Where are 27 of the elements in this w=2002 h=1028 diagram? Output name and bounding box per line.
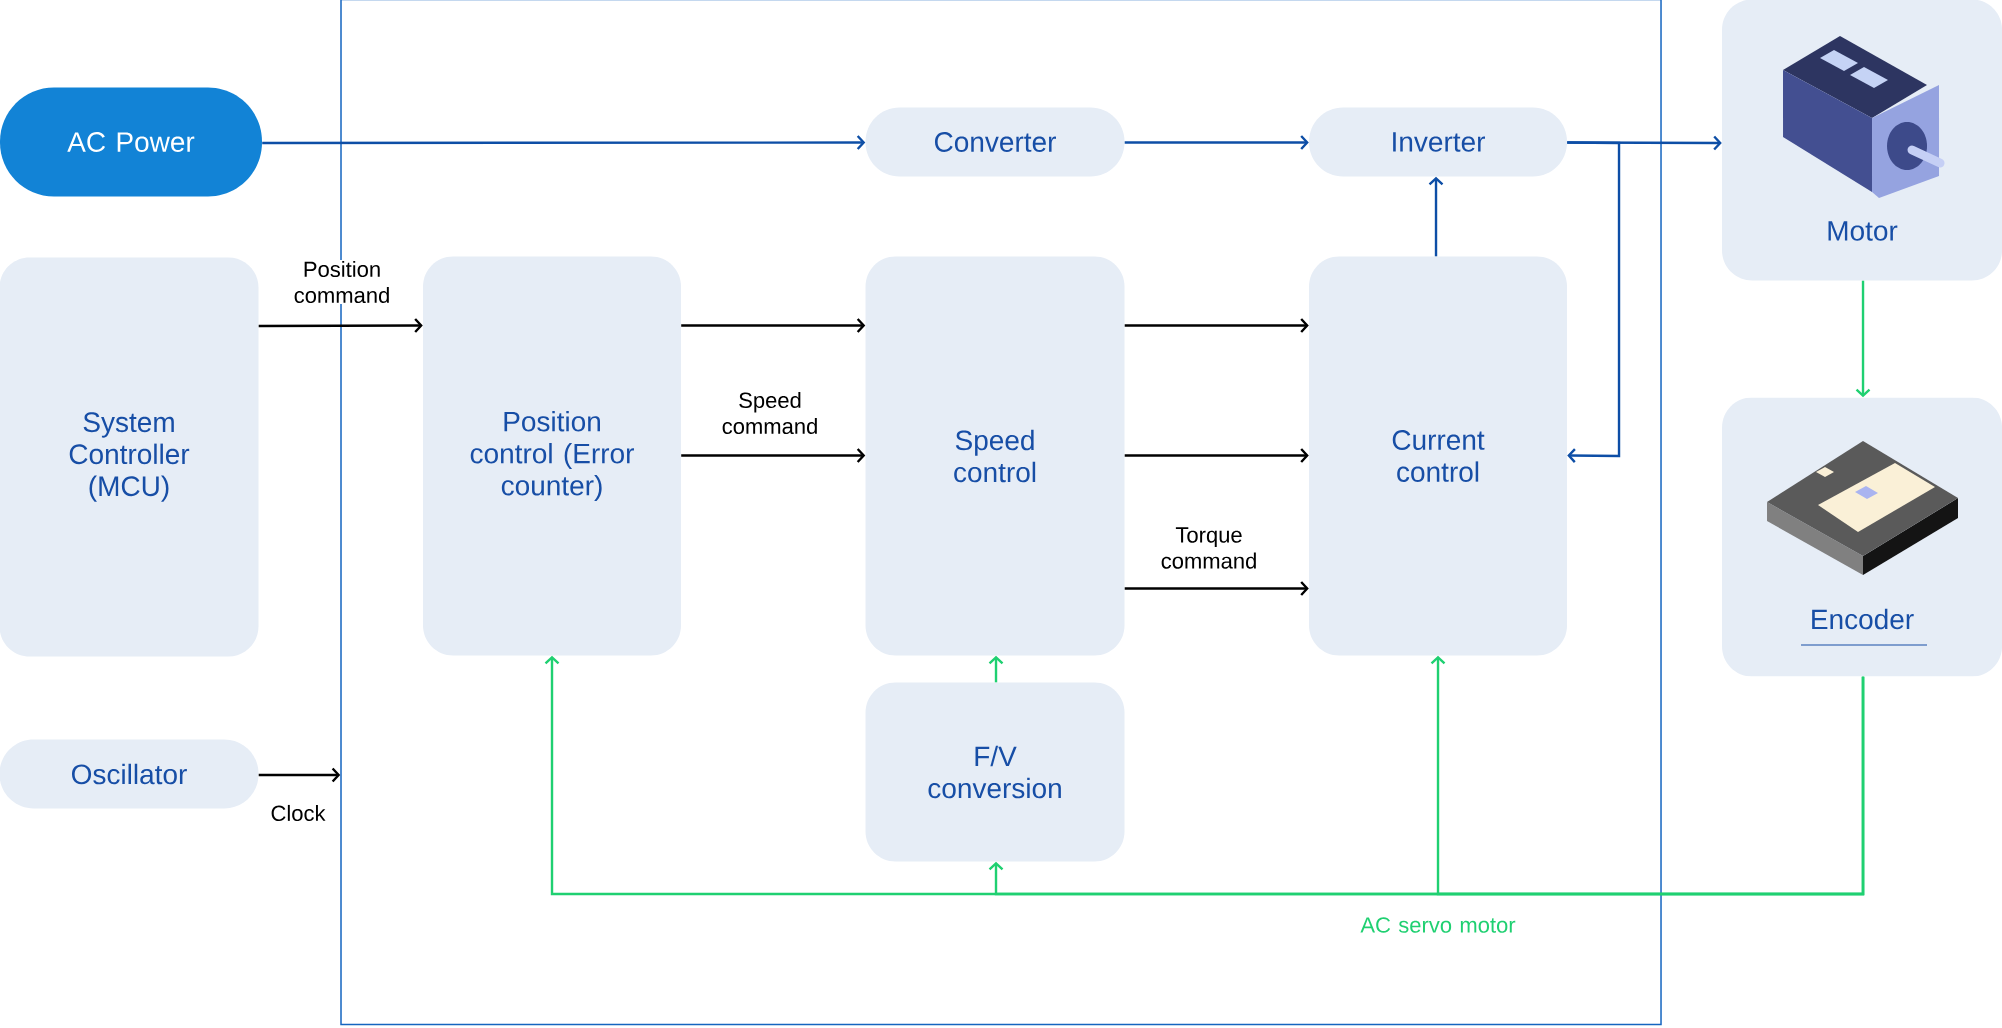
arrow xyxy=(1124,448,1309,463)
process-box: Position control (Error counter) xyxy=(423,256,681,656)
process-box: Current control xyxy=(1309,256,1567,656)
process-box: F/V conversion xyxy=(865,682,1125,862)
rounded-box: Converter xyxy=(865,107,1125,177)
edge-label: Speed command xyxy=(710,390,830,436)
arrow xyxy=(1124,135,1309,150)
edge-label: Position command xyxy=(282,259,402,305)
arrow xyxy=(988,655,1004,683)
arrow xyxy=(262,135,866,150)
edge-label: Clock xyxy=(269,803,327,823)
arrow xyxy=(1124,581,1309,596)
edge-label: Torque command xyxy=(1149,526,1269,570)
arrow xyxy=(681,318,866,333)
arrow xyxy=(1428,176,1444,257)
process-box: System Controller (MCU) xyxy=(0,257,259,657)
arrow xyxy=(1567,141,1621,463)
arrow xyxy=(258,767,341,783)
process-box: Speed control xyxy=(865,256,1125,656)
arrow xyxy=(681,448,866,463)
arrow xyxy=(1430,655,1865,896)
arrow xyxy=(1124,318,1309,333)
arrow xyxy=(1855,280,1871,398)
rounded-box: Inverter xyxy=(1309,107,1567,177)
arrow xyxy=(258,318,423,333)
rounded-box: AC Power xyxy=(0,87,262,197)
rounded-box: Oscillator xyxy=(0,739,259,809)
